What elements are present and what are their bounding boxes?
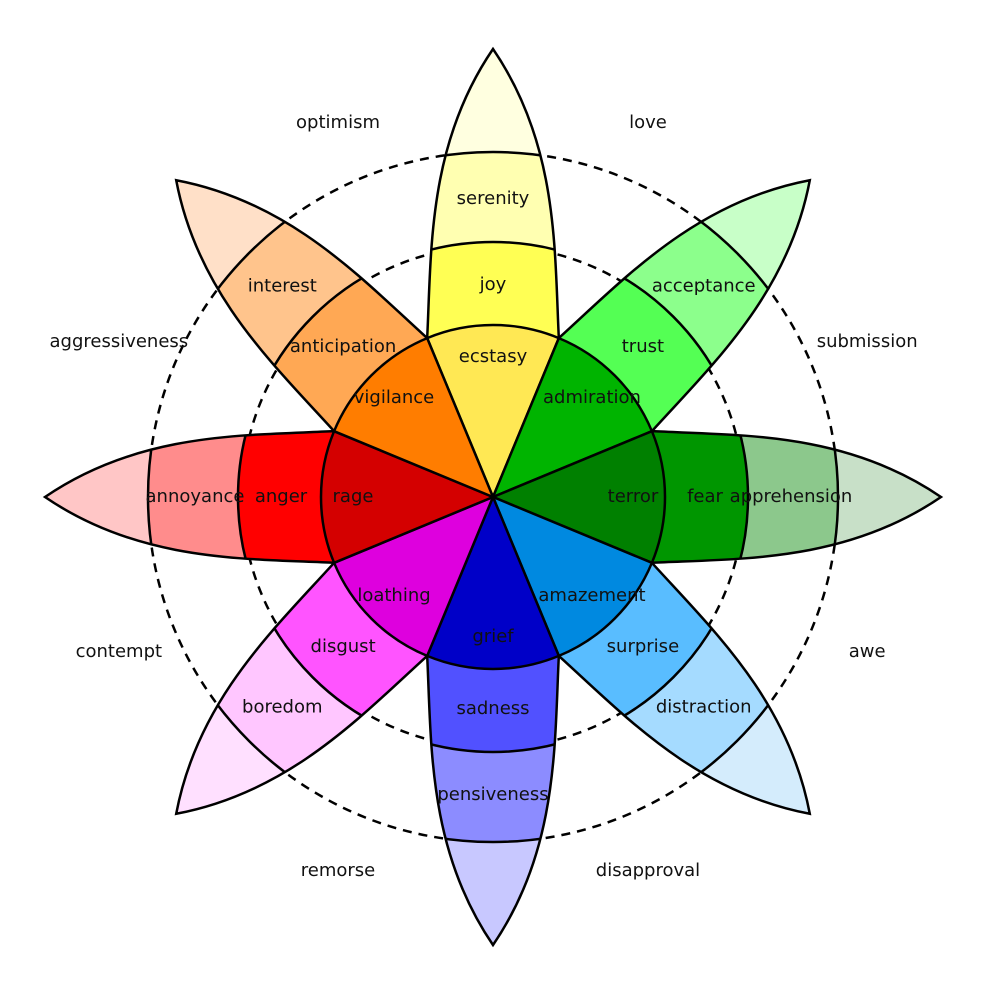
petal-joy-mild-band (427, 150, 559, 339)
sector-surprise-intense (491, 495, 654, 658)
petal-anticipation (174, 178, 429, 433)
sector-disgust-intense (332, 495, 495, 658)
label-surprise-intense: amazement (538, 585, 645, 606)
petal-anger-basic-band (236, 431, 335, 563)
label-disgust-mild: boredom (242, 697, 323, 718)
label-joy-intense: ecstasy (459, 346, 528, 367)
petal-disgust (174, 561, 429, 816)
label-joy-basic: joy (479, 274, 507, 295)
sector-anger-intense (319, 429, 495, 565)
dyad-label-remorse: remorse (301, 860, 375, 881)
label-sadness-basic: sadness (456, 698, 529, 719)
petal-trust (557, 178, 812, 433)
label-surprise-mild: distraction (656, 697, 752, 718)
petal-fear-outline (650, 429, 944, 565)
dyad-label-optimism: optimism (296, 112, 380, 133)
petal-sadness-outline (425, 654, 561, 948)
petal-surprise-basic-band (558, 562, 750, 754)
label-fear-intense: terror (608, 486, 659, 507)
label-sadness-mild: pensiveness (437, 784, 548, 805)
petal-joy-outline (425, 46, 561, 340)
label-trust-intense: admiration (543, 387, 641, 408)
label-joy-mild: serenity (457, 188, 530, 209)
label-surprise-basic: surprise (607, 636, 679, 657)
petal-trust-outline (557, 178, 812, 433)
label-anticipation-basic: anticipation (290, 336, 396, 357)
petal-anger-outline (42, 429, 336, 565)
petal-anticipation-outline (174, 178, 429, 433)
dyad-label-contempt: contempt (76, 641, 162, 662)
label-sadness-intense: grief (472, 626, 514, 647)
sector-trust-intense (491, 336, 654, 499)
label-anticipation-intense: vigilance (354, 387, 435, 408)
petal-disgust-outline (174, 561, 429, 816)
sector-anticipation-intense (332, 336, 495, 499)
petal-fear (650, 429, 944, 565)
petal-joy-basic-band (427, 240, 559, 339)
petal-sadness-basic-band (427, 655, 559, 754)
dyad-label-disapproval: disapproval (596, 860, 700, 881)
dyad-label-love: love (629, 112, 667, 133)
label-trust-mild: acceptance (652, 275, 756, 296)
petal-surprise (557, 561, 812, 816)
label-anger-basic: anger (255, 486, 308, 507)
petal-disgust-basic-band (236, 562, 428, 754)
petal-anticipation-basic-band (236, 240, 428, 432)
petal-joy (425, 46, 561, 340)
dyad-label-aggressiveness: aggressiveness (49, 331, 188, 352)
petal-fear-basic-band (651, 431, 750, 563)
label-disgust-intense: loathing (357, 585, 430, 606)
petal-anger-mild-band (146, 431, 335, 563)
petal-surprise-outline (557, 561, 812, 816)
label-anticipation-mild: interest (248, 275, 317, 296)
dyad-label-submission: submission (817, 331, 918, 352)
sector-fear-intense (491, 429, 667, 565)
label-disgust-basic: disgust (311, 636, 376, 657)
label-trust-basic: trust (622, 336, 664, 357)
petal-fear-mild-band (651, 431, 840, 563)
sector-joy-intense (425, 323, 561, 499)
label-fear-mild: apprehension (730, 486, 853, 507)
dyad-label-awe: awe (849, 641, 886, 662)
label-layer: ecstasy joy serenity admiration trust accepta… (49, 112, 917, 881)
petal-anger (42, 429, 336, 565)
label-fear-basic: fear (687, 486, 723, 507)
petal-layer (42, 46, 944, 948)
petal-trust-basic-band (558, 240, 750, 432)
petal-sadness (425, 654, 561, 948)
petal-sadness-mild-band (427, 655, 559, 844)
label-anger-intense: rage (333, 486, 374, 507)
label-anger-mild: annoyance (146, 486, 245, 507)
sector-sadness-intense (425, 495, 561, 671)
